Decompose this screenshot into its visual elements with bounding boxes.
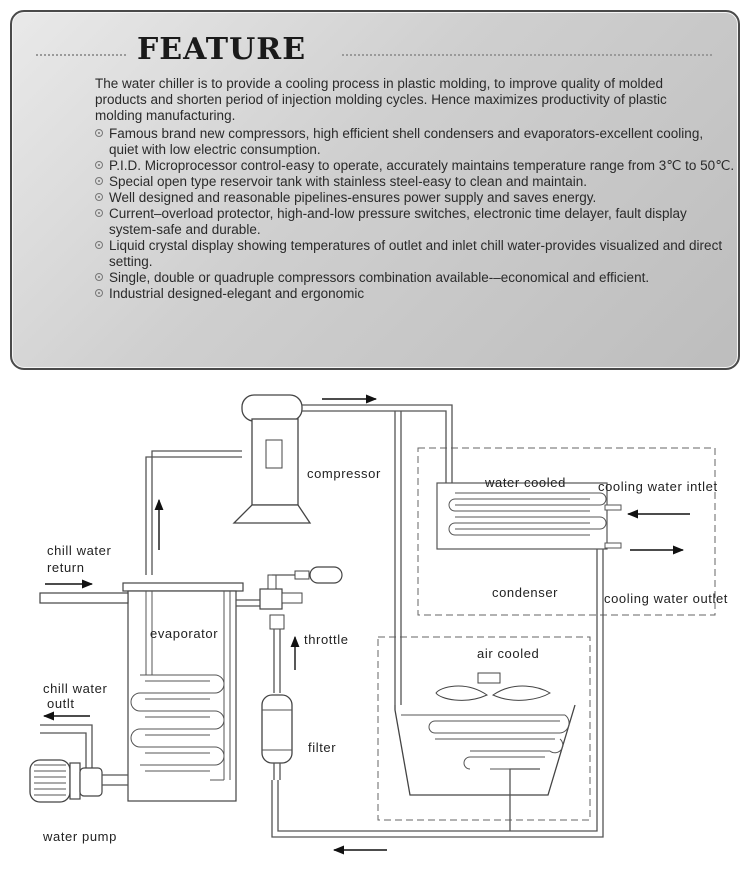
throttle-label: throttle [304, 632, 349, 647]
feature-list: Famous brand new compressors, high effic… [95, 126, 735, 302]
air-cooled-condenser [394, 672, 576, 831]
water-cooled-label: water cooled [484, 475, 566, 490]
water-pump-icon [29, 759, 128, 803]
filter-icon [261, 694, 293, 780]
bullet-icon [95, 193, 103, 201]
condenser-label: condenser [492, 585, 558, 600]
feature-item: Well designed and reasonable pipelines-e… [95, 190, 735, 206]
throttle-valve-icon [236, 566, 343, 693]
bullet-icon [95, 289, 103, 297]
cooling-water-outlet-label: cooling water outlet [604, 591, 728, 606]
bullet-icon [95, 209, 103, 217]
title-dots-left [36, 54, 126, 56]
title-dots-right [342, 54, 712, 56]
evaporator-label: evaporator [150, 626, 218, 641]
air-cooled-label: air cooled [477, 646, 539, 661]
bullet-icon [95, 177, 103, 185]
feature-item: Industrial designed-elegant and ergonomi… [95, 286, 735, 302]
feature-item: Single, double or quadruple compressors … [95, 270, 735, 286]
feature-item: Famous brand new compressors, high effic… [95, 126, 735, 158]
chiller-diagram: compressor water cooled cooling water in… [29, 394, 728, 855]
chill-water-outlet-label-1: chill water [43, 681, 107, 696]
feature-intro: The water chiller is to provide a coolin… [95, 76, 667, 123]
feature-panel: FEATURE The water chiller is to provide … [10, 10, 740, 370]
bullet-icon [95, 273, 103, 281]
compressor-label: compressor [307, 466, 381, 481]
water-cooled-condenser-box [417, 447, 716, 616]
bullet-icon [95, 129, 103, 137]
bullet-icon [95, 241, 103, 249]
chill-water-return-pipe [39, 592, 129, 604]
feature-title: FEATURE [137, 32, 307, 67]
filter-label: filter [308, 740, 336, 755]
feature-item: P.I.D. Microprocessor control-easy to op… [95, 158, 735, 174]
water-pump-label: water pump [42, 829, 117, 844]
air-cooled-condenser-box [377, 636, 591, 821]
cooling-water-inlet-label: cooling water intlet [598, 479, 718, 494]
feature-item: Special open type reservoir tank with st… [95, 174, 735, 190]
evaporator-tank [122, 582, 244, 802]
feature-item: Liquid crystal display showing temperatu… [95, 238, 735, 270]
bullet-icon [95, 161, 103, 169]
compressor-icon [232, 394, 312, 524]
water-cooled-coil [436, 482, 622, 550]
chill-water-outlet-label-2: outlt [47, 696, 75, 711]
chill-water-return-label-1: chill water [47, 543, 111, 558]
feature-item: Current–overload protector, high-and-low… [95, 206, 735, 238]
chill-water-return-label-2: return [47, 560, 85, 575]
